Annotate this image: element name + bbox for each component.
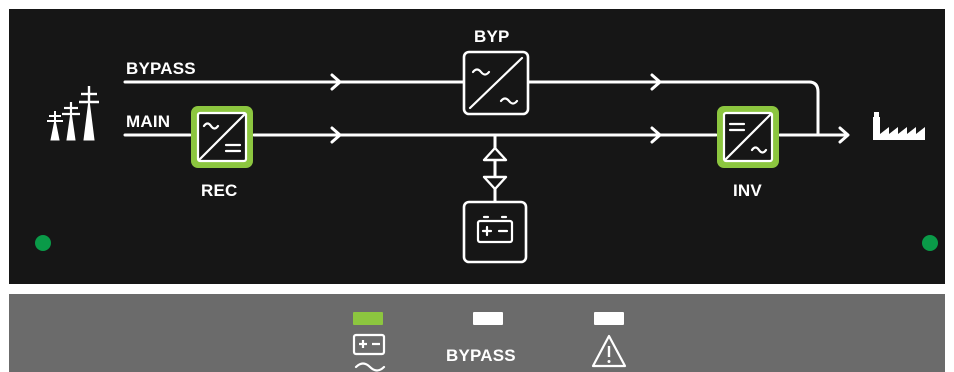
input-status-led — [35, 235, 51, 251]
main-line-label: MAIN — [126, 112, 171, 131]
battery-charge-discharge-icon — [482, 146, 508, 191]
main-flow-arrow-icon — [330, 126, 342, 144]
alarm-indicator — [594, 312, 624, 325]
battery-mode-indicator — [353, 312, 383, 325]
output-flow-arrow-icon — [838, 126, 850, 144]
rec-module-label: REC — [201, 181, 238, 200]
bypass-line — [123, 80, 820, 137]
warning-triangle-icon — [591, 334, 627, 368]
bypass-line-label: BYPASS — [126, 59, 196, 78]
power-flow-diagram: .ln { stroke: #ffffff; stroke-width: 3; … — [47, 50, 925, 264]
main-flow-arrow-icon — [650, 126, 662, 144]
battery-icon[interactable] — [462, 200, 528, 264]
byp-module-icon — [462, 50, 530, 116]
rec-module-icon[interactable] — [191, 106, 253, 168]
output-status-led — [922, 235, 938, 251]
factory-icon — [873, 112, 925, 140]
byp-module-label: BYP — [474, 27, 510, 46]
bypass-flow-arrow-icon — [650, 73, 662, 91]
bypass-flow-arrow-icon — [330, 73, 342, 91]
bypass-status-label: BYPASS — [446, 346, 516, 365]
inv-module-icon[interactable] — [717, 106, 779, 168]
inv-module-label: INV — [733, 181, 762, 200]
power-pylons-icon — [47, 86, 99, 141]
bypass-mode-indicator — [473, 312, 503, 325]
battery-status-icon — [352, 333, 386, 372]
status-indicator-bar — [9, 294, 945, 372]
